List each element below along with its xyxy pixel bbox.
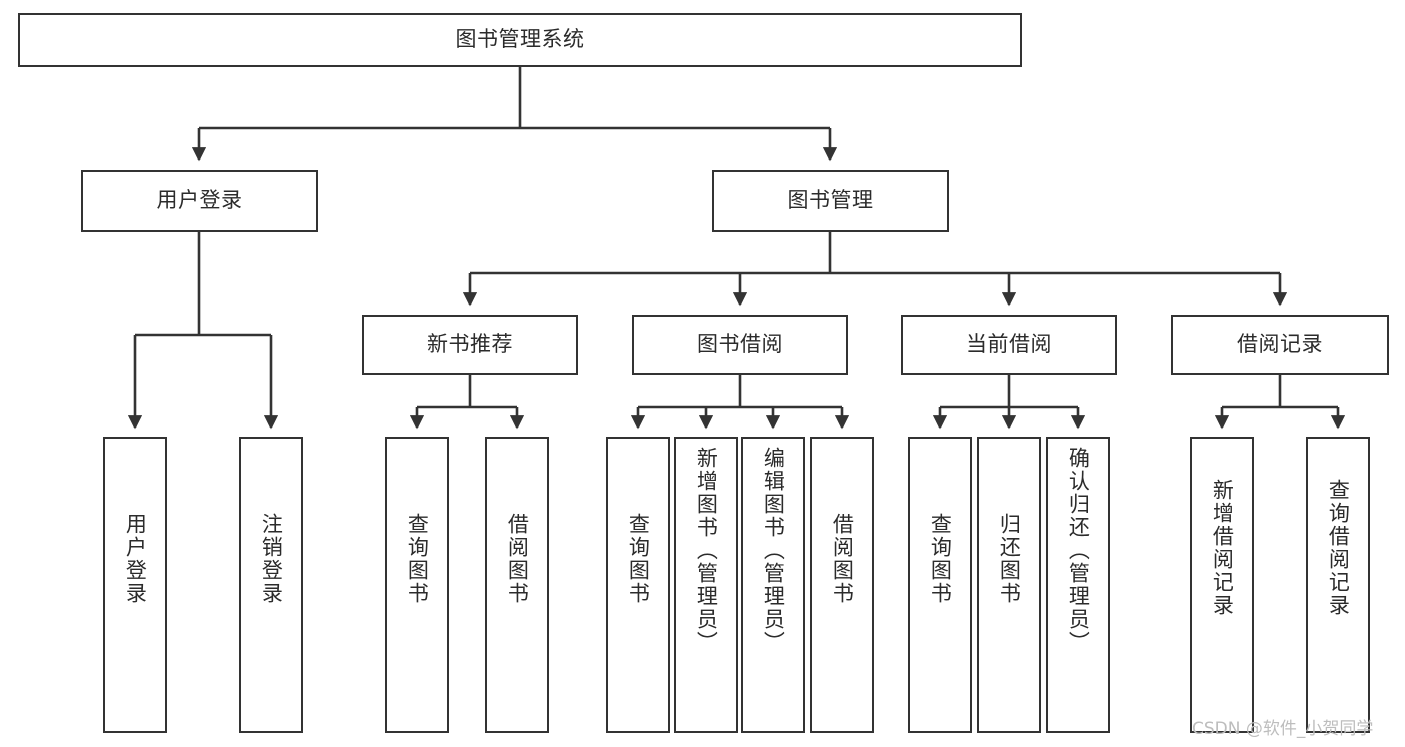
- node-label: 用户登录: [156, 188, 243, 213]
- node-label: 查询借阅记录: [1326, 479, 1351, 617]
- node-label: 归还图书: [997, 513, 1022, 605]
- leaf-current-return-book[interactable]: 归还图书: [977, 437, 1041, 733]
- node-book-borrow[interactable]: 图书借阅: [632, 315, 848, 375]
- node-label: 查询图书: [405, 513, 430, 605]
- leaf-current-confirm-return-admin[interactable]: 确认归还（管理员）: [1046, 437, 1110, 733]
- node-book-management[interactable]: 图书管理: [712, 170, 949, 232]
- leaf-recommend-query-book[interactable]: 查询图书: [385, 437, 449, 733]
- node-label: 注销登录: [259, 513, 284, 605]
- node-label: 图书借阅: [697, 332, 783, 357]
- csdn-watermark: CSDN @软件_小贺同学: [1192, 719, 1374, 739]
- node-new-book-recommend[interactable]: 新书推荐: [362, 315, 578, 375]
- node-label: 当前借阅: [966, 332, 1052, 357]
- node-user-login[interactable]: 用户登录: [81, 170, 318, 232]
- node-label: 借阅图书: [505, 513, 530, 605]
- node-label: 新增借阅记录: [1210, 479, 1235, 617]
- leaf-recommend-borrow-book[interactable]: 借阅图书: [485, 437, 549, 733]
- node-label: 图书管理系统: [455, 27, 585, 52]
- node-root-system[interactable]: 图书管理系统: [18, 13, 1022, 67]
- node-label: 新书推荐: [427, 332, 513, 357]
- node-label: 确认归还（管理员）: [1066, 447, 1091, 654]
- leaf-record-query-record[interactable]: 查询借阅记录: [1306, 437, 1370, 733]
- node-label: 借阅图书: [830, 513, 855, 605]
- node-label: 查询图书: [626, 513, 651, 605]
- leaf-user-login-logout[interactable]: 注销登录: [239, 437, 303, 733]
- node-label: 编辑图书（管理员）: [761, 447, 786, 654]
- leaf-borrow-add-book-admin[interactable]: 新增图书（管理员）: [674, 437, 738, 733]
- node-label: 图书管理: [787, 188, 874, 213]
- leaf-current-query-book[interactable]: 查询图书: [908, 437, 972, 733]
- node-borrow-record[interactable]: 借阅记录: [1171, 315, 1389, 375]
- leaf-borrow-edit-book-admin[interactable]: 编辑图书（管理员）: [741, 437, 805, 733]
- leaf-borrow-query-book[interactable]: 查询图书: [606, 437, 670, 733]
- node-label: 用户登录: [123, 513, 148, 605]
- leaf-user-login-login[interactable]: 用户登录: [103, 437, 167, 733]
- node-label: 查询图书: [928, 513, 953, 605]
- node-current-borrow[interactable]: 当前借阅: [901, 315, 1117, 375]
- leaf-borrow-borrow-book[interactable]: 借阅图书: [810, 437, 874, 733]
- node-label: 新增图书（管理员）: [694, 447, 719, 654]
- leaf-record-add-record[interactable]: 新增借阅记录: [1190, 437, 1254, 733]
- node-label: 借阅记录: [1237, 332, 1323, 357]
